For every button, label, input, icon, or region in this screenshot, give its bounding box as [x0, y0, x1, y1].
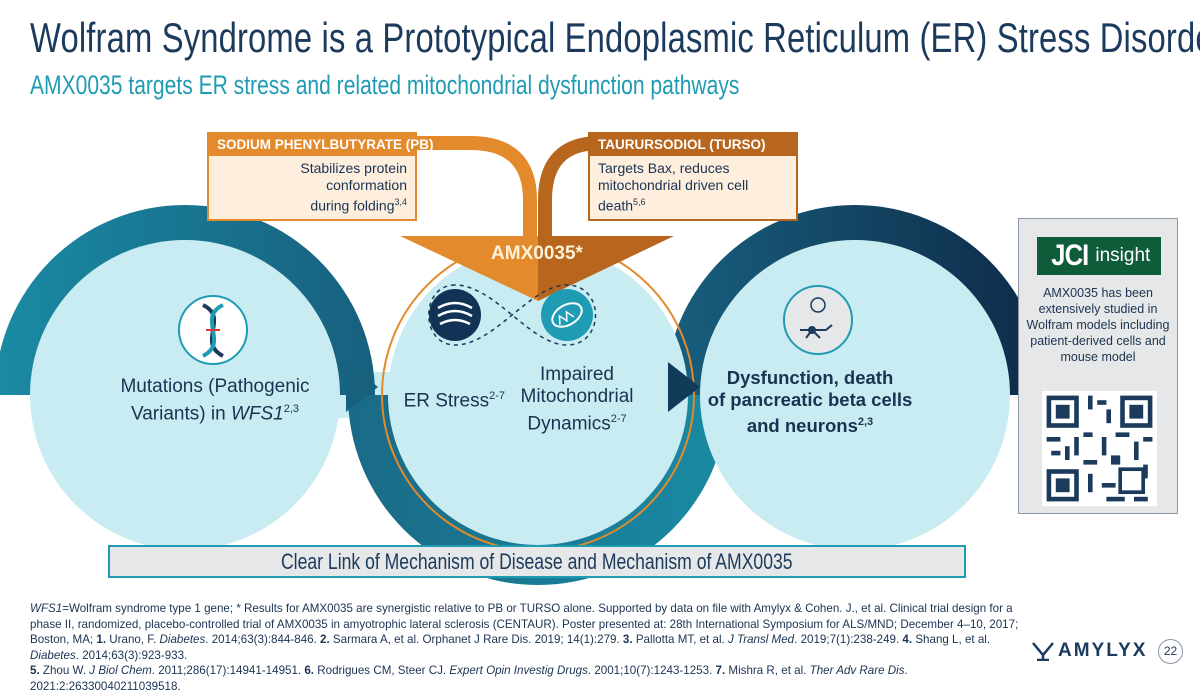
title-text: Wolfram Syndrome is a Prototypical Endop… [30, 14, 1200, 61]
ref-4-num: 4. [902, 633, 913, 646]
ref-4: Shang L, et al. [912, 633, 991, 646]
amx-arrow-right [538, 236, 674, 301]
amx0035-label: AMX0035* [491, 243, 583, 264]
ref-1-num: 1. [96, 633, 107, 646]
ref-7: Mishra R, et al. [725, 664, 810, 677]
ref-5-tail: . 2011;286(17):14941-14951. [151, 664, 305, 677]
left-line1: Mutations (Pathogenic [120, 376, 310, 397]
turso-description: Targets Bax, reduces mitochondrial drive… [590, 156, 796, 219]
mechanism-diagram [0, 136, 1045, 585]
banner-text: Clear Link of Mechanism of Disease and M… [281, 549, 793, 574]
mito-line1: Impaired [540, 364, 614, 385]
turso-line2: mitochondrial driven cell death [598, 177, 749, 214]
ref-5: Zhou W. [39, 664, 90, 677]
pb-description: Stabilizes protein conformation during f… [209, 156, 415, 219]
mitochondria-icon [541, 289, 593, 341]
ref-1-journal: Diabetes [159, 633, 206, 646]
ref-6-tail: . 2001;10(7):1243-1253. [587, 664, 716, 677]
amx-arrow-left [400, 236, 538, 301]
footnotes: WFS1=Wolfram syndrome type 1 gene; * Res… [30, 601, 1030, 694]
turso-line1: Targets Bax, reduces [598, 160, 730, 176]
pb-line1: Stabilizes protein conformation [300, 160, 407, 193]
ref-6-num: 6. [304, 664, 315, 677]
right-line1: Dysfunction, death [726, 367, 894, 388]
ref-1-tail: . 2014;63(3):844-846. [205, 633, 321, 646]
er-ref: 2-7 [489, 390, 505, 402]
ref-3: Pallotta MT, et al. [632, 633, 728, 646]
left-line2: Variants) in [130, 403, 231, 425]
page-number: 22 [1158, 639, 1183, 664]
ref-1: Urano, F. [106, 633, 160, 646]
ref-3-tail: . 2019;7(1):238-249. [794, 633, 903, 646]
er-icon [429, 289, 481, 341]
er-stress-text: ER Stress2-7 [395, 385, 505, 412]
er-label: ER Stress [403, 390, 490, 412]
ref-6: Rodrigues CM, Steer CJ. [314, 664, 450, 677]
ref-2-num: 2. [320, 633, 330, 646]
summary-banner: Clear Link of Mechanism of Disease and M… [108, 545, 966, 578]
left-ref: 2,3 [283, 403, 300, 415]
right-circle [700, 240, 1010, 550]
fn-text: =Wolfram syndrome type 1 gene; * Results… [30, 602, 1019, 646]
jci-insight-panel: JCI insight AMX0035 has been extensively… [1018, 218, 1178, 514]
pb-stem [417, 136, 537, 240]
ref-2: Sarmara A, et al. Orphanet J Rare Dis. 2… [329, 633, 623, 646]
pb-header: SODIUM PHENYLBUTYRATE (PB) [209, 134, 434, 156]
right-ref: 2,3 [857, 416, 874, 428]
right-line3: and neurons [746, 415, 858, 437]
ref-5-journal: J Biol Chem [89, 664, 152, 677]
qr-code[interactable] [1042, 391, 1157, 506]
mito-line2: Mitochondrial [520, 386, 634, 407]
turso-box: TAURURSODIOL (TURSO) Targets Bax, reduce… [588, 132, 798, 221]
dna-icon [178, 295, 248, 365]
ref-6-journal: Expert Opin Investig Drugs [449, 664, 588, 677]
panel-description: AMX0035 has been extensively studied in … [1026, 286, 1170, 364]
left-circle-text: Mutations (Pathogenic Variants) in WFS12… [80, 376, 350, 425]
neuron-cell-icon [783, 285, 853, 355]
mito-line3: Dynamics [527, 413, 611, 435]
right-line2: of pancreatic beta cells [707, 389, 913, 410]
fn-gene: WFS1 [30, 602, 63, 615]
mito-ref: 2-7 [610, 413, 627, 425]
arrow-left-to-middle [346, 362, 378, 412]
ref-7-journal: Ther Adv Rare Dis [809, 664, 905, 677]
left-gene: WFS1 [230, 403, 284, 425]
pb-ref: 3,4 [394, 197, 407, 207]
ref-5-num: 5. [30, 664, 40, 677]
jci-logo-a: JCI [1050, 239, 1089, 272]
cycle-path [428, 284, 597, 346]
ref-3-journal: J Transl Med [727, 633, 795, 646]
arrow-middle-to-right [668, 362, 700, 412]
page-title: Wolfram Syndrome is a Prototypical Endop… [30, 14, 1200, 62]
right-circle-text: Dysfunction, death of pancreatic beta ce… [685, 367, 935, 437]
ref-4-journal: Diabetes [30, 648, 76, 662]
amylyx-logo: AMYLYX [1032, 640, 1147, 662]
turso-ref: 5,6 [633, 197, 646, 207]
pb-line2: during folding [310, 197, 395, 214]
page-subtitle: AMX0035 targets ER stress and related mi… [30, 70, 740, 100]
ref-3-num: 3. [622, 633, 633, 646]
ref-4-tail: . 2014;63(3):923-933. [75, 648, 188, 662]
mito-text: Impaired Mitochondrial Dynamics2-7 [512, 364, 642, 435]
ref-7-num: 7. [715, 664, 726, 677]
left-circle [30, 240, 340, 550]
jci-insight-logo: JCI insight [1037, 237, 1161, 275]
turso-header: TAURURSODIOL (TURSO) [590, 134, 796, 156]
pb-box: SODIUM PHENYLBUTYRATE (PB) Stabilizes pr… [207, 132, 434, 221]
amylyx-mark-icon [1032, 642, 1054, 661]
jci-logo-b: insight [1095, 245, 1151, 266]
brand-name: AMYLYX [1058, 640, 1148, 661]
